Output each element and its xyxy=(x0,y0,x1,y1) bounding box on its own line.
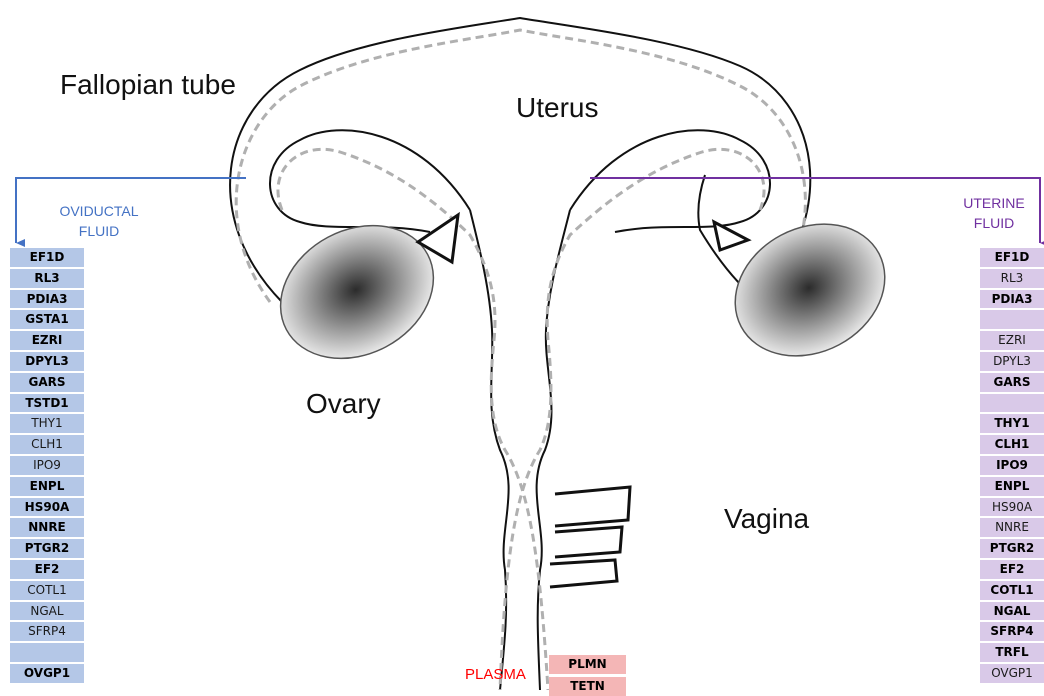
left-tube-loop xyxy=(270,130,470,232)
oviductal-protein-cell: COTL1 xyxy=(10,581,84,600)
uterine-protein-cell xyxy=(980,394,1044,413)
uterine-protein-cell: PDIA3 xyxy=(980,290,1044,309)
oviductal-protein-cell: IPO9 xyxy=(10,456,84,475)
uterine-protein-cell xyxy=(980,310,1044,329)
oviductal-fluid-line2: FLUID xyxy=(46,221,152,241)
oviductal-protein-cell: EF2 xyxy=(10,560,84,579)
vaginal-ring-2 xyxy=(555,527,622,557)
vaginal-ring-1 xyxy=(555,487,630,526)
uterine-protein-cell: SFRP4 xyxy=(980,622,1044,641)
vaginal-ring-3 xyxy=(550,560,617,587)
right-ovarian-ligament xyxy=(714,222,748,250)
uterine-protein-cell: EZRI xyxy=(980,331,1044,350)
uterine-protein-cell: TRFL xyxy=(980,643,1044,662)
left-ovary xyxy=(257,200,456,385)
uterine-protein-cell: ENPL xyxy=(980,477,1044,496)
plasma-label: PLASMA xyxy=(465,666,526,683)
oviductal-protein-cell: NGAL xyxy=(10,602,84,621)
uterine-fluid-line2: FLUID xyxy=(958,213,1030,233)
oviductal-protein-cell: GSTA1 xyxy=(10,310,84,329)
oviductal-protein-cell: EF1D xyxy=(10,248,84,267)
uterine-protein-cell: THY1 xyxy=(980,414,1044,433)
right-tube-loop xyxy=(570,130,770,232)
uterine-protein-cell: HS90A xyxy=(980,498,1044,517)
oviductal-protein-cell xyxy=(10,643,84,662)
uterine-protein-cell: NNRE xyxy=(980,518,1044,537)
uterine-protein-cell: NGAL xyxy=(980,602,1044,621)
uterine-protein-cell: IPO9 xyxy=(980,456,1044,475)
fallopian-tube-label: Fallopian tube xyxy=(60,69,236,101)
oviductal-fluid-label: OVIDUCTAL FLUID xyxy=(46,201,152,241)
oviductal-protein-cell: SFRP4 xyxy=(10,622,84,641)
oviductal-protein-cell: OVGP1 xyxy=(10,664,84,683)
uterine-protein-cell: GARS xyxy=(980,373,1044,392)
plasma-protein-cell: PLMN xyxy=(549,655,626,674)
oviductal-protein-cell: ENPL xyxy=(10,477,84,496)
oviductal-protein-cell: THY1 xyxy=(10,414,84,433)
oviductal-protein-cell: PTGR2 xyxy=(10,539,84,558)
oviductal-protein-cell: GARS xyxy=(10,373,84,392)
uterine-protein-cell: EF2 xyxy=(980,560,1044,579)
uterine-protein-cell: COTL1 xyxy=(980,581,1044,600)
oviductal-protein-cell: CLH1 xyxy=(10,435,84,454)
uterine-fluid-line1: UTERINE xyxy=(958,193,1030,213)
oviductal-protein-cell: DPYL3 xyxy=(10,352,84,371)
uterus-label: Uterus xyxy=(516,92,598,124)
oviductal-protein-cell: EZRI xyxy=(10,331,84,350)
uterine-protein-cell: DPYL3 xyxy=(980,352,1044,371)
plasma-protein-cell: TETN xyxy=(549,677,626,696)
uterine-protein-cell: OVGP1 xyxy=(980,664,1044,683)
inner-lumen-dashed xyxy=(236,30,805,690)
uterine-protein-cell: PTGR2 xyxy=(980,539,1044,558)
oviductal-protein-cell: HS90A xyxy=(10,498,84,517)
oviductal-protein-cell: PDIA3 xyxy=(10,290,84,309)
oviductal-protein-cell: RL3 xyxy=(10,269,84,288)
oviductal-fluid-line1: OVIDUCTAL xyxy=(46,201,152,221)
oviductal-protein-cell: NNRE xyxy=(10,518,84,537)
vagina-label: Vagina xyxy=(724,503,809,535)
right-ovary xyxy=(712,199,908,382)
uterine-protein-cell: RL3 xyxy=(980,269,1044,288)
uterine-protein-cell: EF1D xyxy=(980,248,1044,267)
uterine-fluid-label: UTERINE FLUID xyxy=(958,193,1030,233)
ovary-label: Ovary xyxy=(306,388,381,420)
oviductal-protein-cell: TSTD1 xyxy=(10,394,84,413)
uterine-protein-cell: CLH1 xyxy=(980,435,1044,454)
